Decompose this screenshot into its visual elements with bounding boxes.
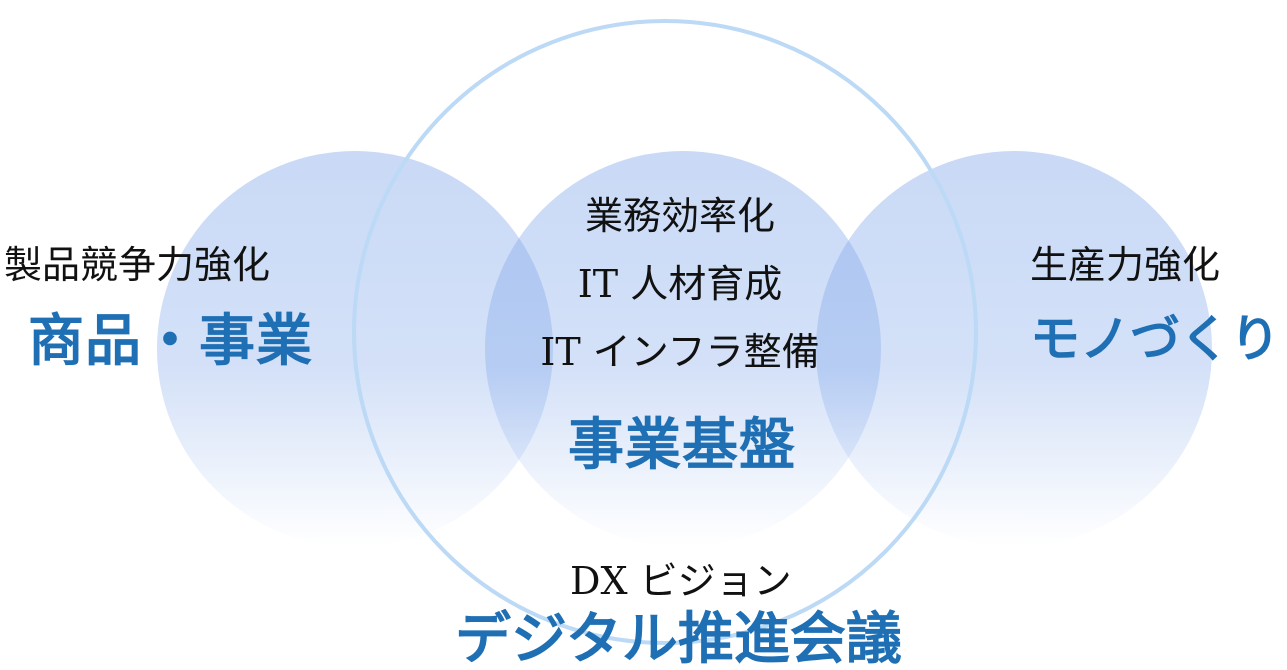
right-circle [816,151,1212,547]
right-subtitle: 生産力強化 [1030,243,1221,287]
center-list: 業務効率化 IT 人材育成 IT インフラ整備 [480,197,880,401]
center-title: 事業基盤 [568,413,796,478]
center-line-1: 業務効率化 [584,194,775,238]
center-circle [485,151,881,547]
center-line-2: IT 人材育成 [577,262,783,306]
left-subtitle: 製品競争力強化 [4,243,271,287]
right-title: モノづくり [1030,310,1280,368]
left-title: 商品・事業 [28,309,313,374]
bottom-subtitle: DX ビジョン [570,559,792,603]
outer-ring [352,19,978,645]
center-line-3: IT インフラ整備 [540,330,820,374]
bottom-title: デジタル推進会議 [455,607,902,670]
